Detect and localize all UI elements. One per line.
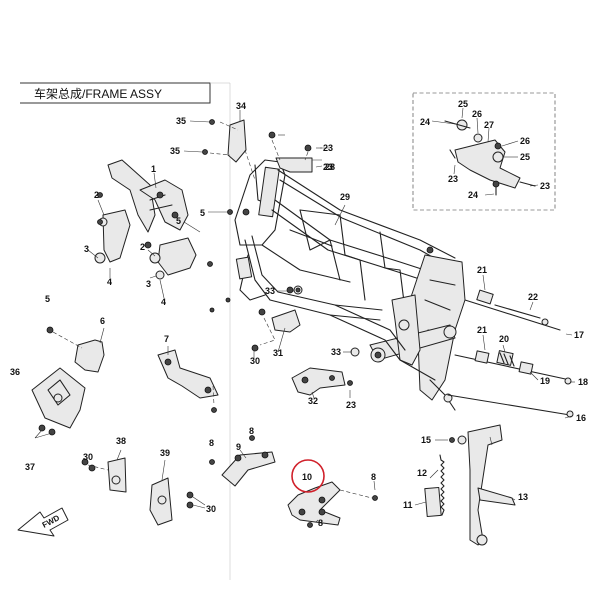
callout-7: 7	[164, 334, 169, 344]
callout-1: 1	[151, 164, 156, 174]
callout-30: 30	[83, 452, 93, 462]
callout-32: 32	[308, 396, 318, 406]
main-frame	[234, 159, 466, 411]
center-left-brackets	[81, 349, 276, 526]
callout-30: 30	[206, 504, 216, 514]
callout-29: 29	[340, 192, 350, 202]
small-fasteners	[97, 192, 434, 352]
highlight-circle	[291, 459, 325, 493]
callout-38: 38	[116, 436, 126, 446]
callout-26: 26	[472, 109, 482, 119]
title-box: 车架总成/FRAME ASSY	[20, 82, 231, 580]
part-28-group	[268, 131, 313, 173]
callout-20: 20	[499, 334, 509, 344]
callout-23: 23	[323, 162, 333, 172]
callout-23: 23	[323, 143, 333, 153]
callout-11: 11	[403, 500, 413, 510]
inset-leaders	[431, 107, 539, 196]
callout-39: 39	[160, 448, 170, 458]
side-stand	[424, 424, 516, 546]
callout-8: 8	[318, 518, 323, 528]
left-parts	[31, 326, 105, 439]
callout-21: 21	[477, 265, 487, 275]
callout-6: 6	[100, 316, 105, 326]
callout-31: 31	[273, 348, 283, 358]
callout-27: 27	[484, 120, 494, 130]
callout-25: 25	[458, 99, 468, 109]
callout-34: 34	[236, 101, 246, 111]
inset-nut	[456, 119, 468, 131]
callout-13: 13	[518, 492, 528, 502]
inset-bracket	[454, 139, 521, 189]
part-10-bracket	[287, 481, 378, 528]
callout-23: 23	[346, 400, 356, 410]
callout-12: 12	[417, 468, 427, 478]
forward-arrow: FWD	[17, 507, 69, 537]
callout-5: 5	[176, 216, 181, 226]
callout-24: 24	[420, 117, 430, 127]
callout-5: 5	[45, 294, 50, 304]
callout-2: 2	[94, 190, 99, 200]
callout-19: 19	[540, 376, 550, 386]
callout-numbers: 1 2 2 3 3 4 4 5 5 5 6 7 8 8 8 8 9 10 11 …	[10, 99, 588, 528]
callout-8: 8	[209, 438, 214, 448]
front-bracket-group	[94, 159, 197, 280]
part-34-group	[202, 119, 256, 181]
callout-35: 35	[176, 116, 186, 126]
callout-36: 36	[10, 367, 20, 377]
callout-25: 25	[520, 152, 530, 162]
callout-35: 35	[170, 146, 180, 156]
callout-15: 15	[421, 435, 431, 445]
callout-3: 3	[146, 279, 151, 289]
callout-17: 17	[574, 330, 584, 340]
callout-30: 30	[250, 356, 260, 366]
callout-10: 10	[302, 472, 312, 482]
callout-28-visible: 28	[325, 162, 335, 172]
callout-9: 9	[236, 442, 241, 452]
callout-16: 16	[576, 413, 586, 423]
callout-37: 37	[25, 462, 35, 472]
callout-8: 8	[249, 426, 254, 436]
callout-3: 3	[84, 244, 89, 254]
right-axles	[447, 289, 574, 418]
callout-18: 18	[578, 377, 588, 387]
leader-lines	[87, 110, 575, 523]
diagram-title: 车架总成/FRAME ASSY	[34, 86, 162, 101]
callout-23: 23	[540, 181, 550, 191]
callout-22: 22	[528, 292, 538, 302]
mid-brackets	[258, 285, 360, 396]
callout-24: 24	[468, 190, 478, 200]
callout-8: 8	[371, 472, 376, 482]
callout-5: 5	[200, 208, 205, 218]
callout-23: 23	[448, 174, 458, 184]
callout-21: 21	[477, 325, 487, 335]
callout-4: 4	[161, 297, 166, 307]
callout-26: 26	[520, 136, 530, 146]
detail-inset	[412, 92, 556, 211]
callout-4: 4	[107, 277, 112, 287]
callout-33: 33	[265, 286, 275, 296]
callout-33: 33	[331, 347, 341, 357]
callout-2: 2	[140, 242, 145, 252]
